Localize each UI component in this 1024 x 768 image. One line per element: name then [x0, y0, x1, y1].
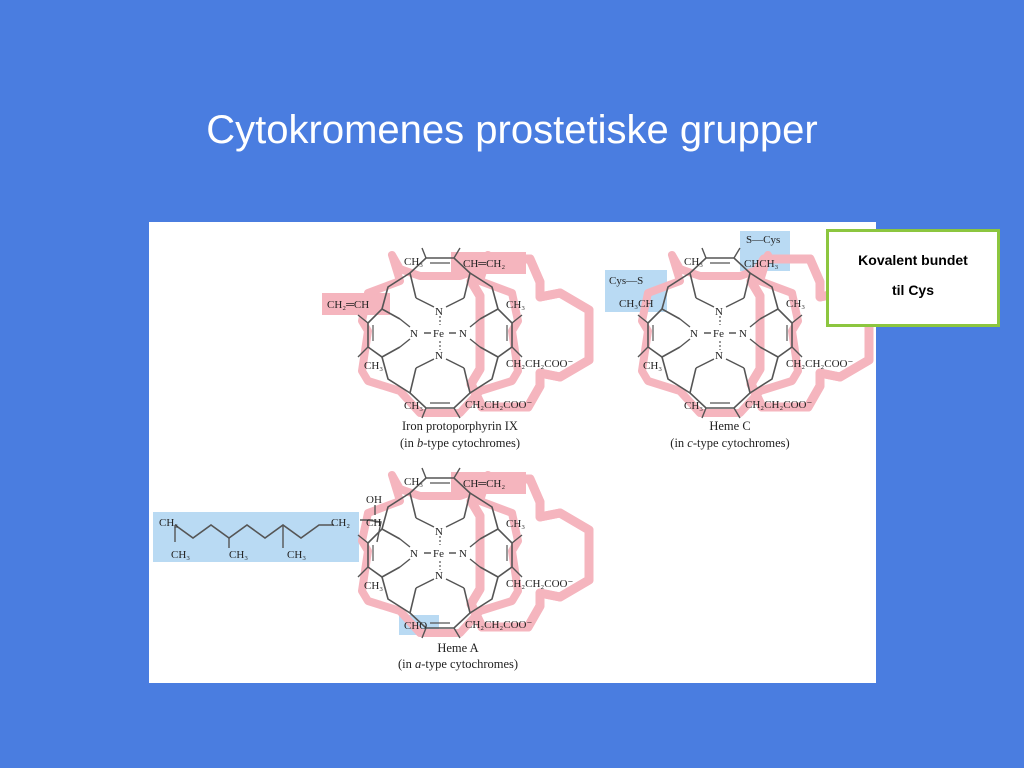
cho-label: CHO	[404, 620, 427, 632]
ch3-right-label: CH₃	[506, 299, 525, 311]
caption-protoporphyrin-line2: (in b-type cytochromes)	[400, 436, 520, 450]
n-right-label-c: N	[739, 328, 747, 340]
n-left-label: N	[410, 328, 418, 340]
molecule-protoporphyrin: CH₃ CH═CH₂ CH₂═CH CH₃ CH₃ CH₂CH₂COO⁻ CH₃…	[322, 248, 589, 450]
propionate-bottom-label: CH₂CH₂COO⁻	[465, 399, 532, 411]
ch3-top-label-c: CH₃	[684, 256, 703, 268]
covalent-note-box: Kovalent bundet til Cys	[826, 229, 1000, 327]
n-right-label-a: N	[459, 548, 467, 560]
fe-label-a: Fe	[433, 548, 444, 560]
n-bottom-label-a: N	[435, 570, 443, 582]
n-left-label-c: N	[690, 328, 698, 340]
vinyl-top-label: CH═CH₂	[463, 258, 505, 270]
s-cys-top-label: S—Cys	[746, 234, 780, 246]
isoprenoid-chain-bonds	[174, 524, 334, 539]
chain-ch3-end-label: CH₃	[159, 517, 178, 529]
ch3-bottom-label: CH₃	[404, 400, 423, 412]
ch3-bottom-label-c: CH₃	[684, 400, 703, 412]
chch3-top-label: CHCH₃	[744, 258, 779, 270]
caption-heme-c-line1: Heme C	[709, 419, 750, 433]
n-left-label-a: N	[410, 548, 418, 560]
propionate-bottom-label-a: CH₂CH₂COO⁻	[465, 619, 532, 631]
ch3-right-label-a: CH₃	[506, 518, 525, 530]
chain-ch3-2-label: CH₃	[229, 549, 248, 561]
molecule-heme-c: S—Cys CH₃ CHCH₃ Cys—S CH₃CH CH₃ CH₃ CH₂C…	[605, 231, 869, 450]
n-bottom-label: N	[435, 350, 443, 362]
propionate-right-label-a: CH₂CH₂COO⁻	[506, 578, 573, 590]
molecule-heme-a: CH₃ CH═CH₂ OH CH₂ CH CH₃ CH₃ CH₃ CH₃ CH₃…	[153, 468, 589, 671]
ch3-left-label: CH₃	[364, 360, 383, 372]
ch3-top-label: CH₃	[404, 256, 423, 268]
vinyl-top-label-a: CH═CH₂	[463, 478, 505, 490]
slide-title: Cytokromenes prostetiske grupper	[206, 108, 818, 152]
vinyl-left-highlight	[322, 293, 390, 315]
structures-svg: CH₃ CH═CH₂ CH₂═CH CH₃ CH₃ CH₂CH₂COO⁻ CH₃…	[153, 231, 876, 671]
ch3-left-label-a: CH₃	[364, 580, 383, 592]
vinyl-left-label: CH₂═CH	[327, 299, 369, 311]
chain-ch3-3-label: CH₃	[287, 549, 306, 561]
isoprenoid-chain-highlight	[153, 512, 359, 562]
n-bottom-label-c: N	[715, 350, 723, 362]
fe-label: Fe	[433, 328, 444, 340]
propionate-bottom-label-c: CH₂CH₂COO⁻	[745, 399, 812, 411]
propionate-right-label: CH₂CH₂COO⁻	[506, 358, 573, 370]
fe-label-c: Fe	[713, 328, 724, 340]
ch-label: CH	[366, 517, 381, 529]
porphyrin-figure: CH₃ CH═CH₂ CH₂═CH CH₃ CH₃ CH₂CH₂COO⁻ CH₃…	[149, 222, 876, 683]
note-line2: til Cys	[891, 282, 934, 298]
n-top-label-a: N	[435, 526, 443, 538]
ch3-right-label-c: CH₃	[786, 298, 805, 310]
chain-ch3-1-label: CH₃	[171, 549, 190, 561]
propionate-right-label-c: CH₂CH₂COO⁻	[786, 358, 853, 370]
ch3-top-label-a: CH₃	[404, 476, 423, 488]
cys-s-left-label: Cys—S	[609, 275, 643, 287]
n-top-label-c: N	[715, 306, 723, 318]
ch3ch-left-label: CH₃CH	[619, 298, 653, 310]
ch2-label: CH₂	[331, 517, 350, 529]
ch3-left-label-c: CH₃	[643, 360, 662, 372]
note-line1: Kovalent bundet	[858, 252, 968, 268]
n-right-label: N	[459, 328, 467, 340]
oh-label: OH	[366, 494, 382, 506]
caption-heme-c-line2: (in c-type cytochromes)	[670, 436, 789, 450]
n-top-label: N	[435, 306, 443, 318]
caption-heme-a-line1: Heme A	[437, 641, 478, 655]
caption-heme-a-line2: (in a-type cytochromes)	[398, 657, 518, 671]
caption-protoporphyrin-line1: Iron protoporphyrin IX	[402, 419, 518, 433]
